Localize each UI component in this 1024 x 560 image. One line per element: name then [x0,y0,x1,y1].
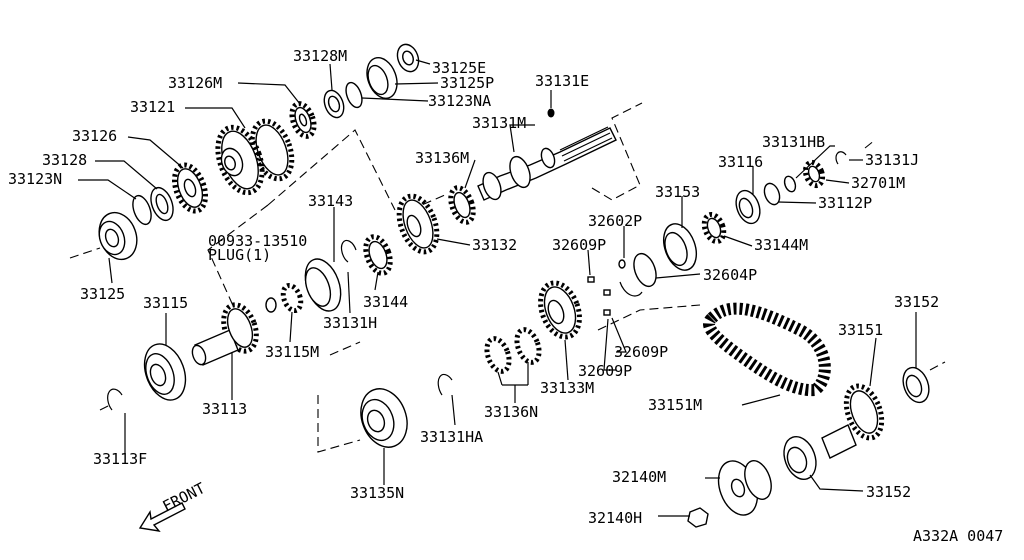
gear-32701M-shape [802,159,826,189]
label-33132: 33132 [472,236,517,254]
bearing-33136N-shape [484,336,512,374]
part-labels: 33128M 33125E 33126M 33125P 33131E 33121… [8,47,1003,545]
piece-32609P-b [603,289,611,296]
pin-32602P-shape [618,259,626,269]
label-33131HA: 33131HA [420,428,483,446]
label-33126: 33126 [72,127,117,145]
ring-33112P-shape [763,182,781,206]
label-33112P: 33112P [818,194,872,212]
label-00933-13510: 00933-13510 [208,232,307,250]
label-33126M: 33126M [168,74,222,92]
sprocket-33126-shape [171,162,209,214]
snap-ring-33113F-shape [107,388,123,411]
label-plug-1: PLUG(1) [208,246,271,264]
plug-00933-shape [265,297,277,313]
label-32602P: 32602P [588,212,642,230]
label-32701M: 32701M [851,174,905,192]
bearing-33115M-shape [280,282,304,314]
label-33144M: 33144M [754,236,808,254]
label-33116: 33116 [718,153,763,171]
gear-33121-shape [215,118,295,196]
snap-ring-33131HA-shape [437,373,453,396]
shaft-33151-shape [821,383,885,459]
label-33131E: 33131E [535,72,589,90]
label-32609P-b: 32609P [614,343,668,361]
label-33136N: 33136N [484,403,538,421]
label-33151: 33151 [838,321,883,339]
shaft-33131M-shape [477,126,617,201]
front-arrow-icon [138,502,186,532]
label-33115: 33115 [143,294,188,312]
label-33125P: 33125P [440,74,494,92]
label-33128M: 33128M [293,47,347,65]
part-shapes [98,43,930,532]
label-33115M: 33115M [265,343,319,361]
bearing-33125-shape [98,211,138,261]
piece-32609P-c [603,309,611,316]
gear-33144-shape [363,234,393,276]
label-33153: 33153 [655,183,700,201]
label-33131M: 33131M [472,114,526,132]
ring-33131HB-shape [783,175,797,193]
label-33144: 33144 [363,293,408,311]
label-33131H: 33131H [323,314,377,332]
gear-33144M-shape [701,211,727,245]
ring-33123NA-shape [345,81,363,109]
label-33123N: 33123N [8,170,62,188]
label-33125: 33125 [80,285,125,303]
label-33133M: 33133M [540,379,594,397]
ball-33131E-shape [547,108,555,118]
label-33128: 33128 [42,151,87,169]
shaft-33113-shape [191,302,259,366]
label-33152-a: 33152 [894,293,939,311]
leader-lines [78,59,917,517]
sprocket-33133M-shape [538,280,582,340]
piece-32609P-a [587,276,595,283]
bearing-33136M-shape [448,185,476,225]
assembly-centerlines [69,102,946,453]
label-33136M: 33136M [415,149,469,167]
nut-32140H-shape [687,507,709,528]
ring-33123N-shape [132,194,152,226]
label-32609P-a: 32609P [552,236,606,254]
label-33131J: 33131J [865,151,919,169]
label-32140M: 32140M [612,468,666,486]
label-33121: 33121 [130,98,175,116]
label-33152-b: 33152 [866,483,911,501]
snap-ring-33131H-shape [340,239,357,263]
clip-33131J-shape [835,151,847,165]
label-33131HB: 33131HB [762,133,825,151]
chain-33151M-shape [703,302,831,397]
label-33151M: 33151M [648,396,702,414]
label-33135N: 33135N [350,484,404,502]
label-33143: 33143 [308,192,353,210]
label-32140H: 32140H [588,509,642,527]
label-33125E: 33125E [432,59,486,77]
label-32609P-c: 32609P [578,362,632,380]
label-33113: 33113 [202,400,247,418]
label-33113F: 33113F [93,450,147,468]
label-33123NA: 33123NA [428,92,491,110]
label-32604P: 32604P [703,266,757,284]
ring-32604P-shape [633,252,657,288]
diagram-code: A332A 0047 [913,527,1003,545]
